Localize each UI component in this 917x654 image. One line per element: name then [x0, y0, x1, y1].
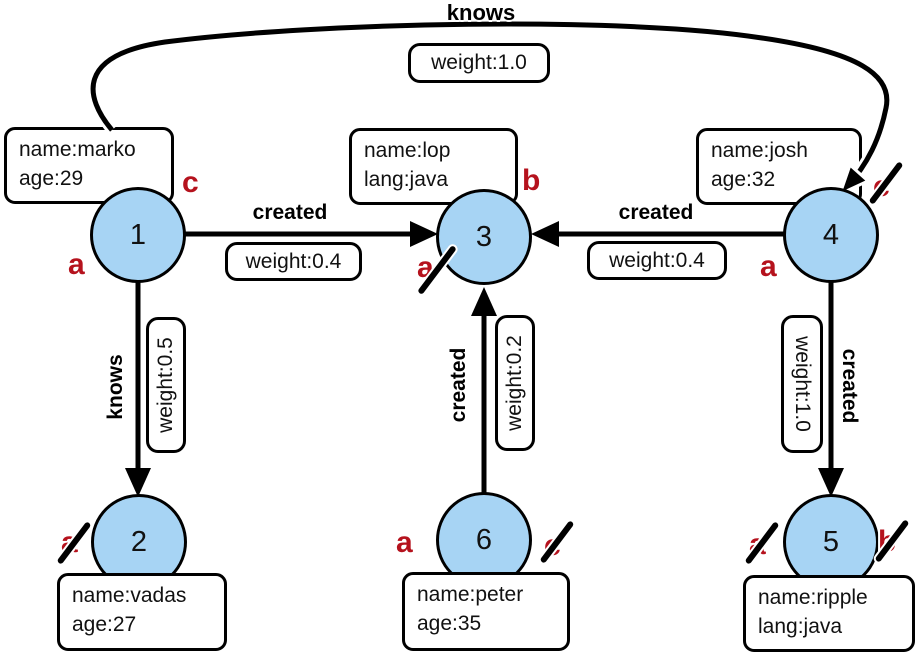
- prop-line: name:vadas: [72, 584, 187, 607]
- step-a-vertex-4: a: [760, 250, 777, 283]
- edge-1-3-arrowhead: [410, 221, 438, 247]
- edge-1-4-arrowhead: [837, 162, 871, 197]
- edge-1-2-label: knows: [104, 354, 127, 420]
- edge-1-4-weight: weight:1.0: [408, 43, 550, 83]
- prop-line: age:29: [19, 167, 84, 190]
- edge-4-5-arrowhead: [818, 468, 844, 497]
- prop-line: name:ripple: [758, 586, 868, 609]
- edge-4-3-label: created: [618, 201, 694, 224]
- vertex-id: 5: [822, 525, 840, 558]
- edge-1-3-label: created: [252, 201, 328, 224]
- vertex-4: 4: [783, 187, 879, 283]
- props-vertex-5: name:ripple lang:java: [743, 575, 915, 652]
- edge-6-3-label: created: [447, 347, 470, 423]
- edge-1-4-path: [90, 21, 890, 190]
- prop-line: name:josh: [711, 139, 808, 162]
- edge-1-2-weight: weight:0.5: [146, 317, 186, 453]
- edge-4-3-weight: weight:0.4: [587, 241, 727, 280]
- edge-1-3-weight: weight:0.4: [225, 242, 362, 281]
- vertex-5: 5: [783, 494, 879, 590]
- prop-line: age:32: [711, 168, 776, 191]
- prop-line: name:peter: [417, 583, 524, 606]
- vertex-id: 6: [475, 523, 493, 556]
- step-b-vertex-3: b: [522, 164, 541, 197]
- edge-4-5-weight: weight:1.0: [781, 315, 823, 453]
- vertex-1: 1: [90, 187, 186, 283]
- vertex-id: 3: [475, 220, 493, 253]
- vertex-id: 4: [822, 218, 840, 251]
- step-c-vertex-1: c: [182, 166, 199, 199]
- edge-1-2-arrowhead: [125, 468, 151, 497]
- edge-6-3-weight: weight:0.2: [495, 315, 535, 451]
- prop-line: name:lop: [364, 139, 451, 162]
- edge-6-3-arrowhead: [471, 287, 497, 316]
- prop-line: age:35: [417, 612, 482, 635]
- props-vertex-6: name:peter age:35: [402, 572, 570, 651]
- prop-line: lang:java: [364, 168, 449, 191]
- vertex-id: 1: [129, 218, 147, 251]
- step-a-vertex-1: a: [68, 248, 85, 281]
- vertex-id: 2: [130, 525, 148, 558]
- edge-1-4-label: knows: [446, 0, 516, 25]
- edge-4-3-arrowhead: [531, 221, 559, 247]
- prop-line: age:27: [72, 613, 137, 636]
- edge-4-5-label: created: [838, 348, 861, 424]
- props-vertex-2: name:vadas age:27: [57, 573, 227, 651]
- step-a-vertex-6: a: [396, 526, 413, 559]
- prop-line: name:marko: [19, 138, 136, 161]
- prop-line: lang:java: [758, 615, 843, 638]
- vertex-3: 3: [436, 189, 532, 285]
